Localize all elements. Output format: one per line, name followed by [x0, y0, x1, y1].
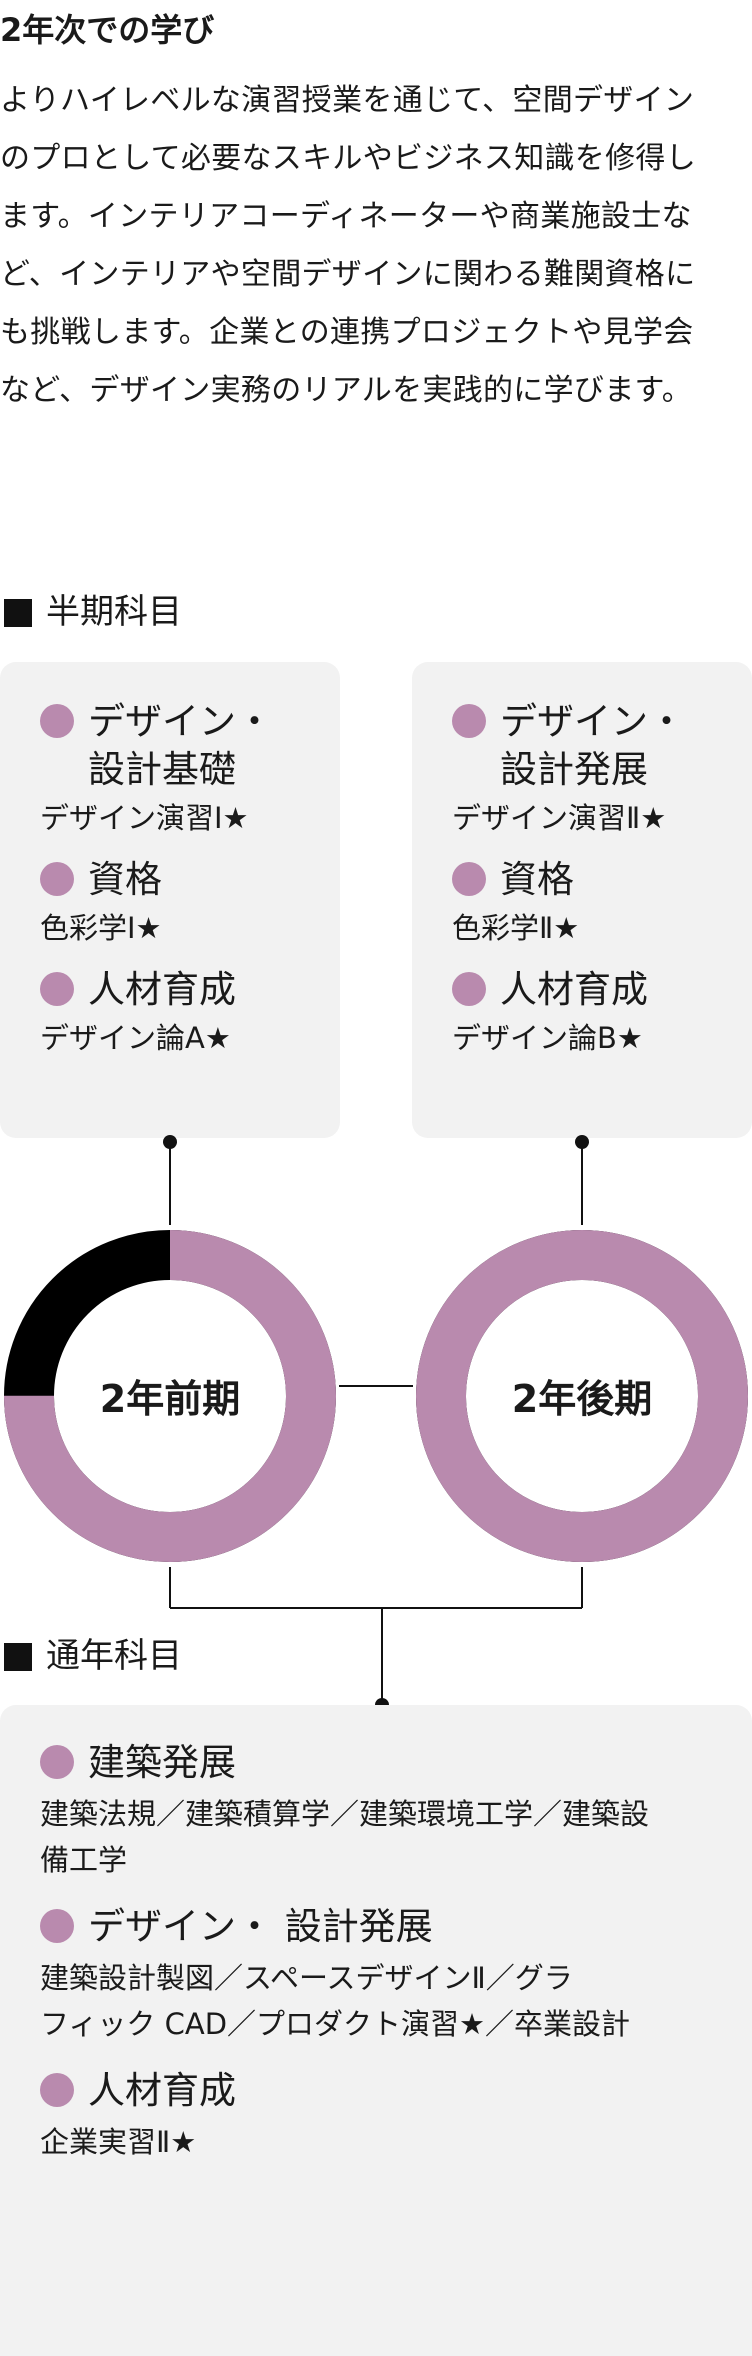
subject-list: 色彩学Ⅰ★ — [40, 911, 162, 945]
circle-bullet-icon — [452, 862, 486, 896]
circle-bullet-icon — [452, 972, 486, 1006]
circle-bullet-icon — [452, 704, 486, 738]
subject-line: 建築設計製図／スペースデザインⅡ／グラ — [40, 1961, 573, 1995]
intro-line: など、デザイン実務のリアルを実践的に学びます。 — [0, 373, 693, 408]
first-semester-label: 2年前期 — [99, 1377, 241, 1421]
second-semester-card: デザイン・設計発展 デザイン演習Ⅱ★ 資格 色彩学Ⅱ★ 人材育成 デザイン論B★ — [412, 662, 752, 1138]
intro-line: ど、インテリアや空間デザインに関わる難関資格に — [0, 257, 696, 292]
category-heading: 資格 — [452, 856, 742, 904]
subject-list: デザイン論A★ — [40, 1021, 231, 1055]
intro-line: ます。インテリアコーディネーターや商業施設士な — [0, 199, 692, 234]
category-name: デザイン・ 設計発展 — [88, 1905, 433, 1948]
category-heading: 人材育成 — [40, 966, 330, 1014]
category-name: 人材育成 — [500, 968, 648, 1011]
category-name: 人材育成 — [88, 968, 236, 1011]
yearly-card: 建築発展 建築法規／建築積算学／建築環境工学／建築設 備工学 デザイン・ 設計発… — [0, 1705, 752, 2356]
subject-list: デザイン演習Ⅰ★ — [40, 801, 249, 835]
first-semester-card: デザイン・設計基礎 デザイン演習Ⅰ★ 資格 色彩学Ⅰ★ 人材育成 デザイン論A★ — [0, 662, 340, 1138]
second-semester-ring-progress — [416, 1230, 748, 1562]
intro-line: よりハイレベルな演習授業を通じて、空間デザイン — [0, 83, 695, 118]
category-heading: 建築発展 — [40, 1739, 730, 1787]
second-semester-label: 2年後期 — [511, 1377, 653, 1421]
category-name: デザイン・ — [88, 700, 273, 743]
intro-paragraph: よりハイレベルな演習授業を通じて、空間デザイン のプロとして必要なスキルやビジネ… — [0, 72, 752, 420]
circle-bullet-icon — [40, 972, 74, 1006]
category-name: 人材育成 — [88, 2069, 236, 2112]
semester-heading: 半期科目 — [4, 592, 182, 632]
category-heading: 資格 — [40, 856, 330, 904]
circle-bullet-icon — [40, 1745, 74, 1779]
intro-line: のプロとして必要なスキルやビジネス知識を修得し — [0, 141, 696, 176]
page-title: 2年次での学び — [0, 11, 215, 49]
circle-bullet-icon — [40, 704, 74, 738]
category-heading: デザイン・ 設計発展 — [40, 1903, 730, 1951]
intro-line: も挑戦します。企業との連携プロジェクトや見学会 — [0, 315, 694, 350]
category-name: 建築発展 — [88, 1741, 236, 1784]
subject-list: デザイン論B★ — [452, 1021, 643, 1055]
subject-list: デザイン演習Ⅱ★ — [452, 801, 667, 835]
semester-diagram — [4, 1135, 748, 1712]
subject-line: フィック CAD／プロダクト演習★／卒業設計 — [40, 2007, 631, 2041]
circle-bullet-icon — [40, 2073, 74, 2107]
subject-list: 色彩学Ⅱ★ — [452, 911, 580, 945]
subject-line: 備工学 — [40, 1843, 128, 1877]
category-heading: 人材育成 — [452, 966, 742, 1014]
circle-bullet-icon — [40, 1909, 74, 1943]
category-heading: デザイン・設計発展 — [452, 698, 742, 794]
yearly-heading: 通年科目 — [4, 1636, 182, 1676]
circle-bullet-icon — [40, 862, 74, 896]
category-name: 設計発展 — [500, 748, 648, 791]
category-name: デザイン・ — [500, 700, 685, 743]
category-heading: 人材育成 — [40, 2067, 730, 2115]
category-heading: デザイン・設計基礎 — [40, 698, 330, 794]
first-semester-ring-progress — [4, 1230, 336, 1562]
category-name: 資格 — [88, 858, 162, 901]
yearly-heading-label: 通年科目 — [46, 1636, 182, 1676]
semester-heading-label: 半期科目 — [46, 592, 182, 632]
square-bullet-icon — [4, 1643, 32, 1671]
subject-line: 企業実習Ⅱ★ — [40, 2125, 197, 2159]
category-name: 資格 — [500, 858, 574, 901]
category-name: 設計基礎 — [88, 748, 236, 791]
square-bullet-icon — [4, 599, 32, 627]
subject-line: 建築法規／建築積算学／建築環境工学／建築設 — [40, 1797, 650, 1831]
